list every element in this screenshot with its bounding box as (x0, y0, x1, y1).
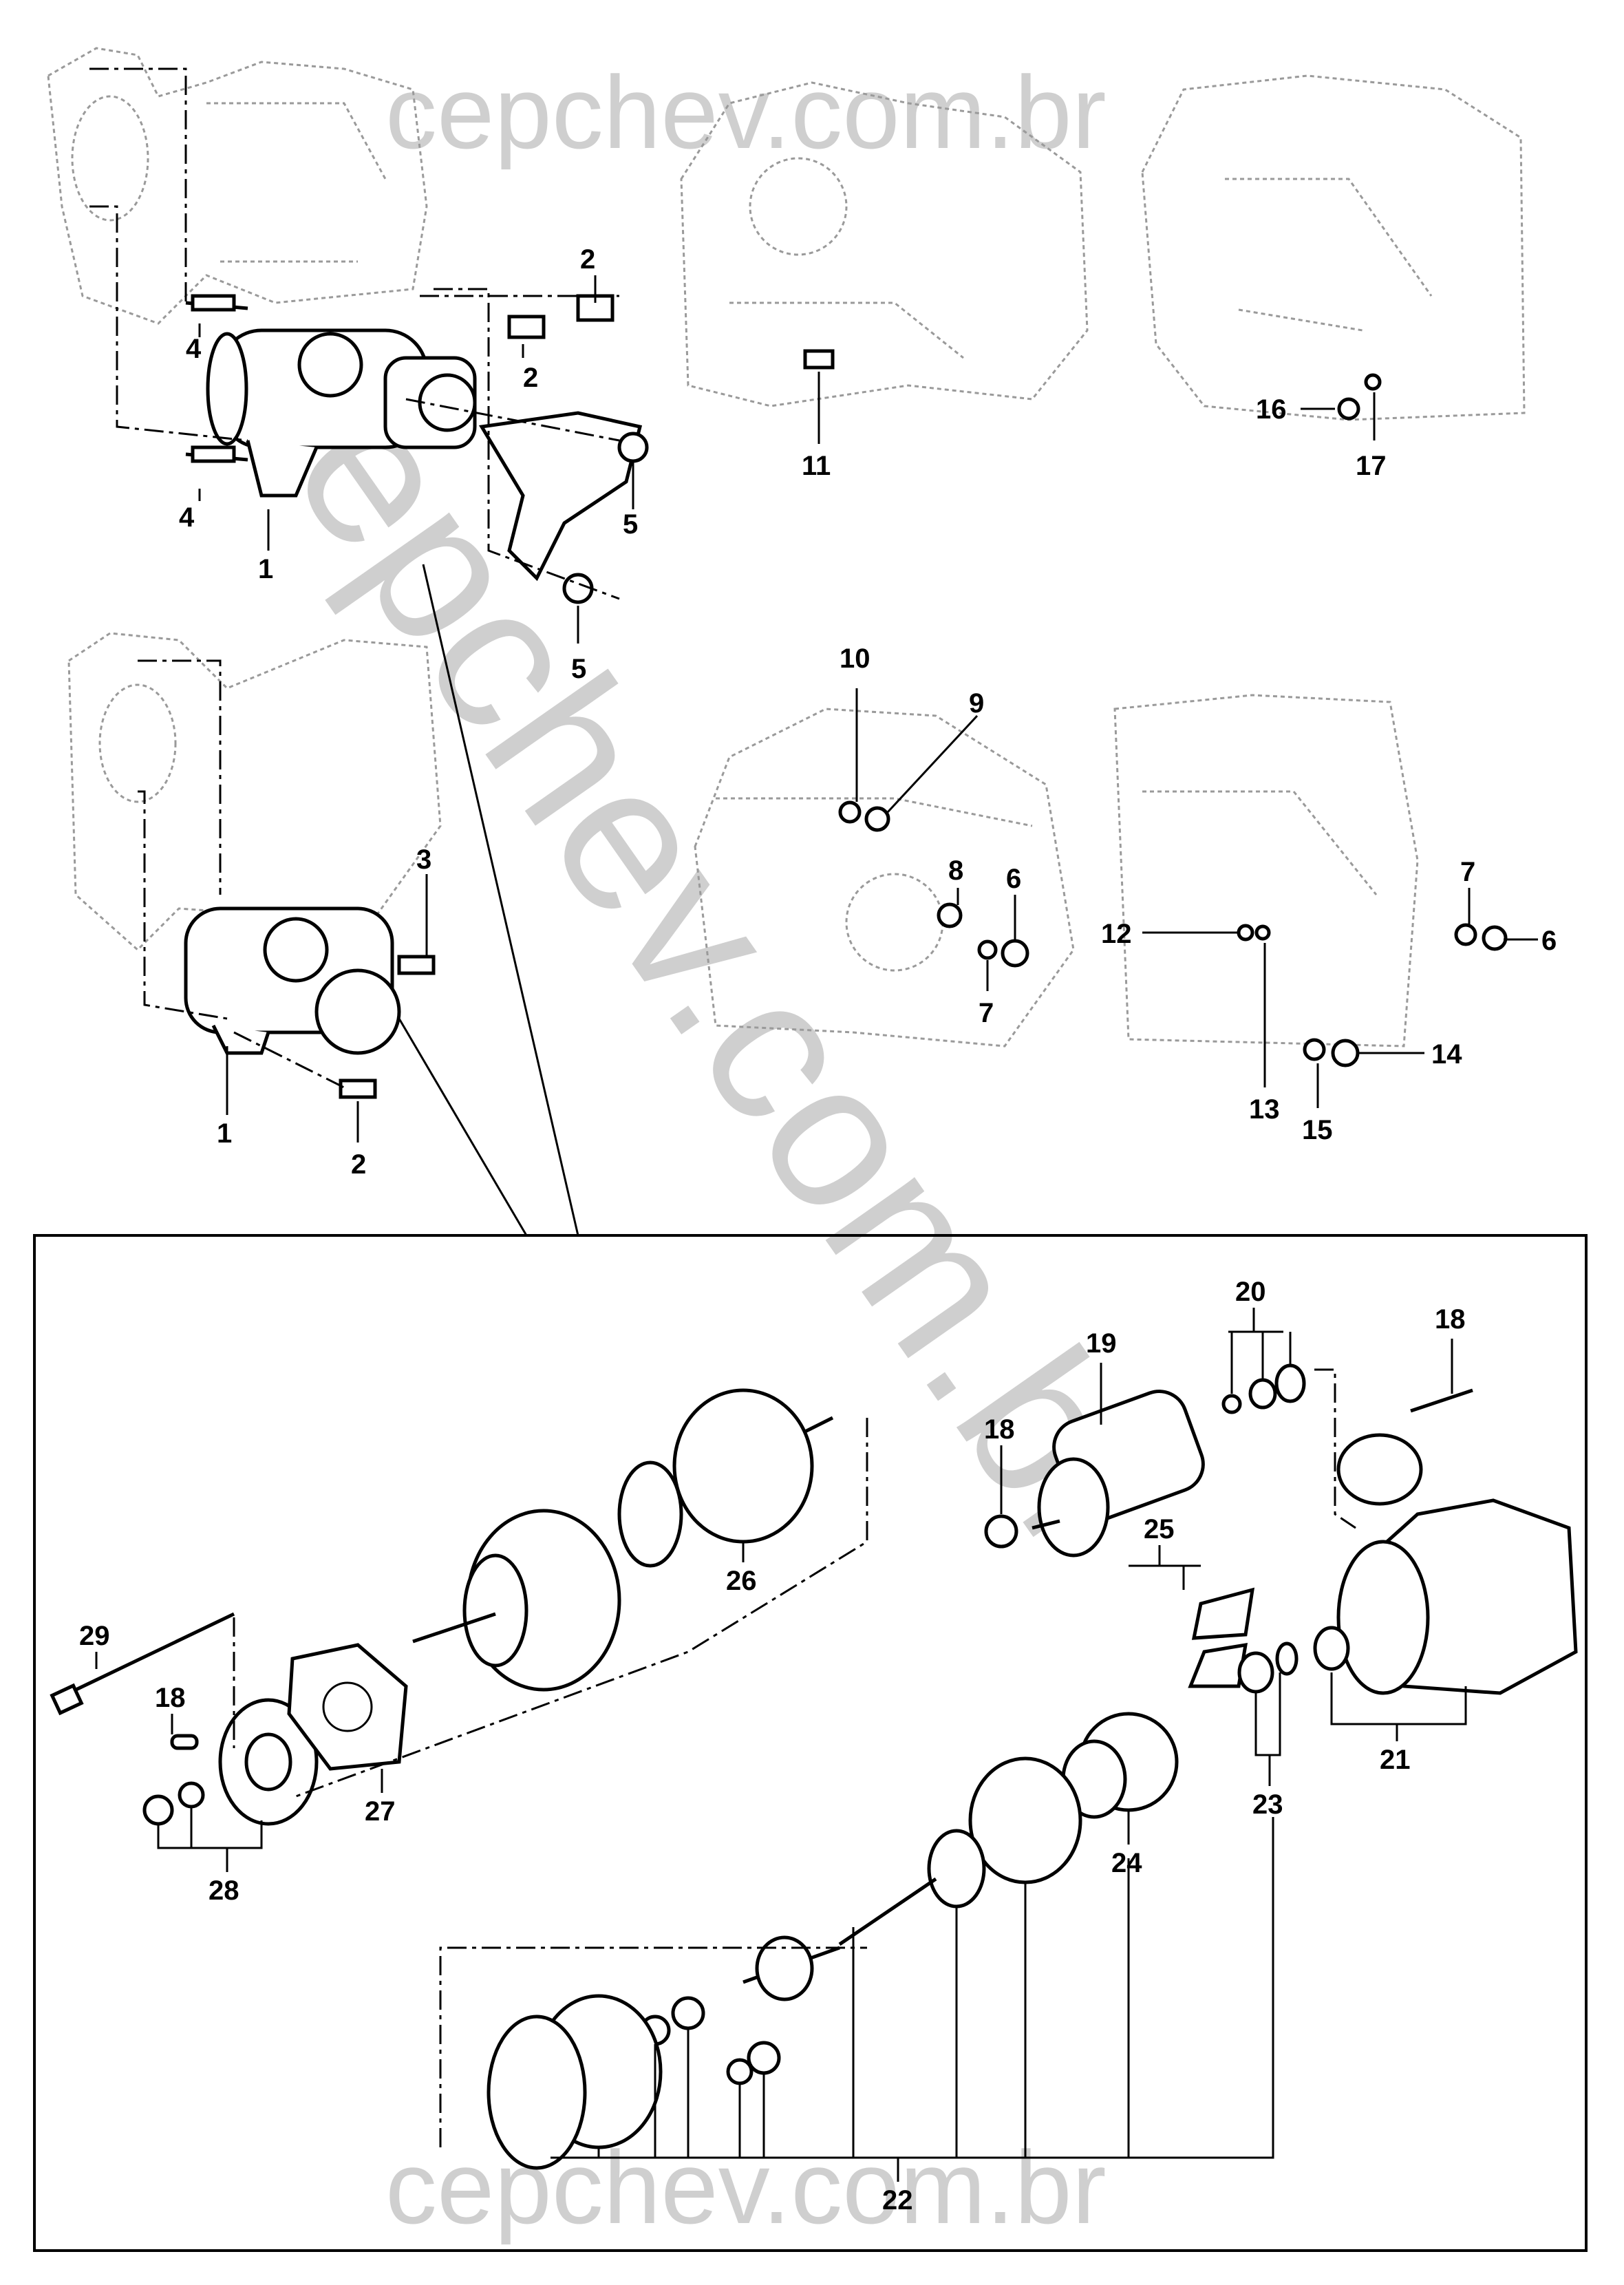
exploded-parts (50, 1363, 1578, 2170)
callout-labels: 2 4 2 4 5 1 5 11 16 17 10 9 8 6 7 3 1 2 … (79, 244, 1557, 2215)
callout-1: 1 (258, 554, 273, 584)
leaders-middle-left (138, 659, 428, 1142)
callout-25: 25 (1144, 1514, 1175, 1544)
callout-10: 10 (840, 644, 870, 674)
callout-24: 24 (1111, 1848, 1142, 1878)
callout-3: 3 (416, 844, 431, 875)
starter-assembly-top (206, 328, 643, 582)
watermark-top: cepchev.com.br (385, 54, 1107, 170)
callout-20: 20 (1235, 1277, 1266, 1307)
callout-22: 22 (882, 2185, 913, 2215)
terminal-hardware-right (1142, 888, 1538, 1108)
callout-21: 21 (1380, 1745, 1411, 1775)
callout-28: 28 (209, 1875, 239, 1906)
callout-2: 2 (580, 244, 595, 275)
callout-12: 12 (1101, 919, 1132, 949)
callout-18: 18 (984, 1414, 1015, 1445)
callout-2: 2 (351, 1149, 366, 1180)
callout-7: 7 (1460, 857, 1475, 887)
callout-4: 4 (186, 334, 202, 364)
engine-outline-middle-left (67, 632, 442, 952)
callout-5: 5 (571, 654, 586, 684)
callout-9: 9 (969, 688, 984, 719)
callout-18: 18 (155, 1683, 186, 1713)
callout-19: 19 (1086, 1328, 1117, 1359)
callout-13: 13 (1249, 1094, 1280, 1125)
bolt-11 (803, 349, 835, 444)
callout-6: 6 (1006, 864, 1021, 894)
fasteners-top (185, 294, 649, 604)
callout-23: 23 (1252, 1789, 1283, 1820)
terminal-hardware-center (838, 688, 1029, 991)
engine-outline-top-left (47, 47, 428, 325)
callout-27: 27 (365, 1796, 396, 1827)
callout-15: 15 (1302, 1115, 1333, 1145)
callout-26: 26 (726, 1566, 757, 1596)
callout-18: 18 (1435, 1304, 1466, 1335)
callout-11: 11 (802, 451, 831, 481)
watermark-bottom: cepchev.com.br (385, 2129, 1107, 2245)
leaders-exploded (95, 1308, 1467, 2182)
callout-6: 6 (1541, 926, 1557, 956)
engine-outline-top-right (1141, 74, 1526, 421)
callout-29: 29 (79, 1621, 110, 1651)
callout-5: 5 (623, 509, 638, 540)
callout-8: 8 (948, 855, 963, 886)
engine-outline-right (1113, 694, 1419, 1048)
callout-16: 16 (1256, 394, 1287, 425)
exploded-view-frame (33, 1234, 1588, 2252)
starter-assembly-middle (184, 906, 401, 1055)
nut-16-washer-17 (1301, 373, 1382, 440)
callout-4: 4 (179, 502, 195, 533)
fasteners-middle-left (339, 955, 436, 1099)
callout-2: 2 (523, 363, 538, 393)
callout-14: 14 (1431, 1039, 1462, 1070)
leaders-top-left (89, 67, 634, 644)
callout-17: 17 (1356, 451, 1387, 481)
callout-1: 1 (217, 1118, 232, 1149)
engine-outline-top-middle (680, 81, 1089, 407)
callout-7: 7 (979, 998, 994, 1028)
